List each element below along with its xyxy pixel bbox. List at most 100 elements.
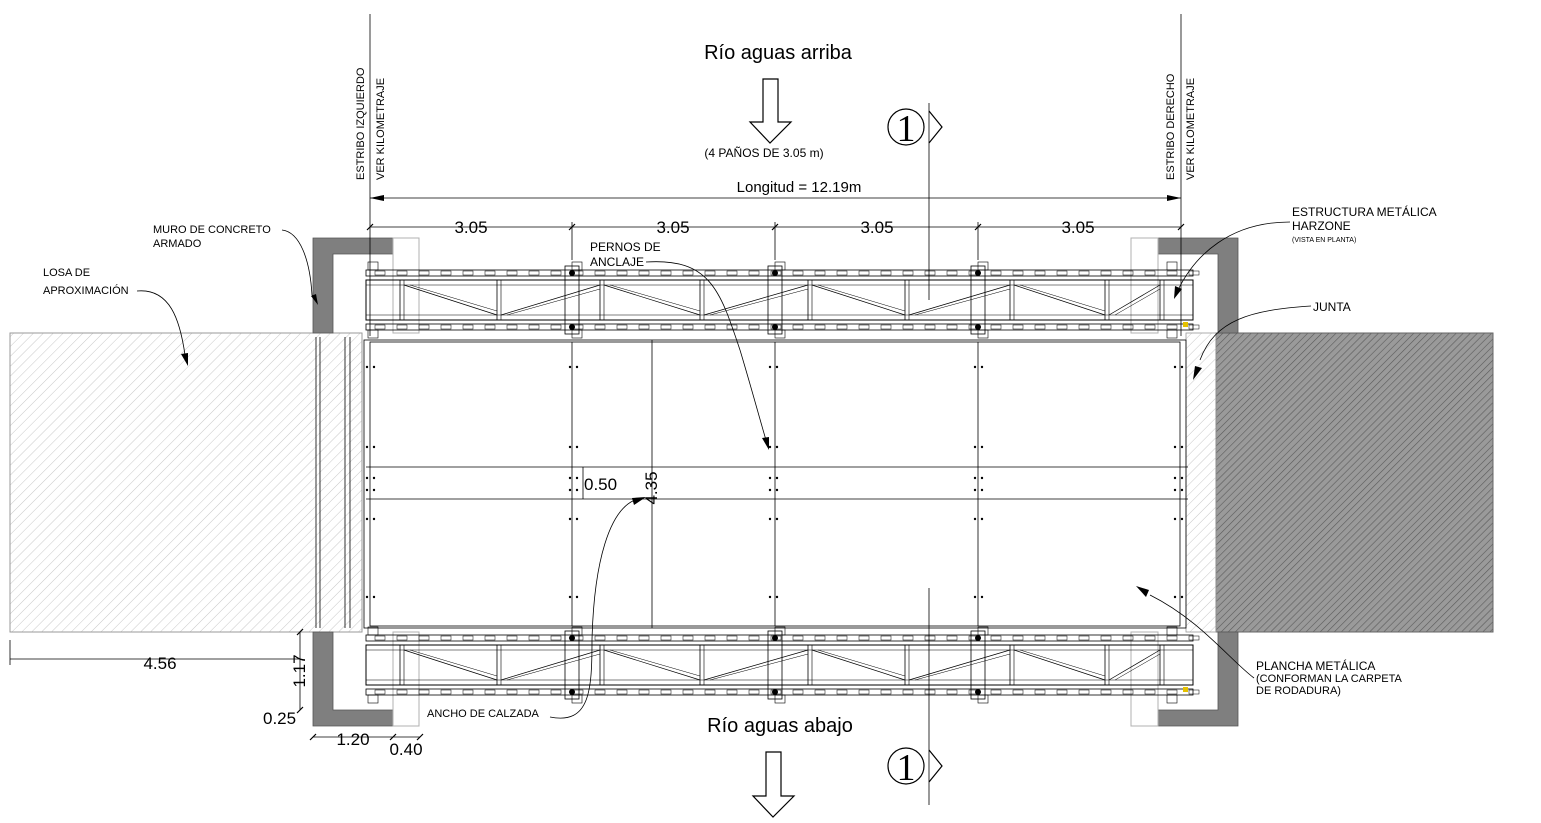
truss-plate — [682, 270, 694, 276]
truss-plate — [726, 689, 738, 695]
truss-plate — [726, 324, 738, 330]
losa-callout-line1: LOSA DE — [43, 267, 90, 279]
truss-diagonal — [709, 288, 809, 316]
wall-height-label: 1.17 — [290, 654, 309, 687]
deck-bolt-dot — [575, 517, 579, 521]
truss-diagonal — [908, 284, 1011, 316]
truss-plate — [946, 324, 958, 330]
bearing-symbol — [1166, 261, 1178, 271]
wall-height-tick-bottom — [296, 706, 304, 714]
bearing-symbol — [774, 329, 786, 339]
deck-bolt-dot — [768, 517, 772, 521]
abutment-left-lower — [312, 631, 420, 727]
truss-plate — [990, 324, 1002, 330]
truss-diagonal — [908, 649, 1011, 681]
truss-plate — [484, 270, 496, 276]
truss-plate — [880, 635, 892, 641]
truss-plate — [528, 635, 540, 641]
deck-bolt-dot — [575, 476, 579, 480]
deck-bolt-dot — [365, 445, 369, 449]
abutment-right-label: ESTRIBO DERECHO — [1165, 73, 1177, 180]
truss-plate — [704, 635, 716, 641]
deck-bolt-dot — [980, 517, 984, 521]
bearing-symbol — [774, 694, 786, 704]
truss-plate — [814, 324, 826, 330]
truss-plate — [418, 324, 430, 330]
abutment-right-upper — [1130, 237, 1239, 334]
truss-plate — [858, 324, 870, 330]
truss-plate — [792, 635, 804, 641]
truss-diagonal — [409, 284, 498, 312]
deck-bolt-dot — [1180, 476, 1184, 480]
truss-plate — [902, 635, 914, 641]
pernos-callout-line1: PERNOS DE — [590, 240, 661, 254]
deck-bolt-dot — [775, 365, 779, 369]
truss-plate — [374, 635, 386, 641]
truss-plate — [616, 689, 628, 695]
deck-bolt-dot — [365, 365, 369, 369]
truss-plate — [1056, 635, 1068, 641]
plancha-callout-line2: (CONFORMAN LA CARPETA — [1256, 673, 1403, 685]
truss-plate — [1122, 324, 1134, 330]
truss-diagonal — [811, 649, 906, 681]
truss-plate — [528, 270, 540, 276]
truss-bolt — [975, 635, 981, 641]
deck-bolt-dot — [768, 488, 772, 492]
truss-plate — [1078, 689, 1090, 695]
truss-plate — [638, 635, 650, 641]
bearing-symbol — [367, 329, 379, 339]
truss-plate — [924, 324, 936, 330]
truss-diagonal — [1019, 649, 1106, 677]
truss-plate — [836, 270, 848, 276]
truss-plate — [748, 635, 760, 641]
truss-upstream — [365, 261, 1200, 339]
truss-plate — [594, 635, 606, 641]
truss-plate — [1078, 270, 1090, 276]
truss-diagonal — [1108, 649, 1161, 681]
deck-bolt-dot — [372, 445, 376, 449]
deck-bolt-dot — [372, 365, 376, 369]
deck-bolt-dot — [768, 365, 772, 369]
plancha-callout-line3: DE RODADURA) — [1256, 685, 1341, 697]
deck-bolt-dot — [973, 445, 977, 449]
truss-plate — [440, 689, 452, 695]
truss-plate — [814, 270, 826, 276]
losa-leader-arrow-icon — [181, 353, 188, 366]
deck-bolt-dot — [575, 365, 579, 369]
estructura-callout-line1: ESTRUCTURA METÁLICA — [1292, 204, 1437, 219]
deck-bolt-dot — [568, 445, 572, 449]
truss-plate — [814, 689, 826, 695]
truss-plate — [880, 324, 892, 330]
abutment-left-ref: VER KILOMETRAJE — [375, 78, 387, 180]
spans-note: (4 PAÑOS DE 3.05 m) — [704, 146, 823, 160]
deck-bolt-dot — [980, 595, 984, 599]
deck-bolt-dot — [365, 517, 369, 521]
truss-plate — [946, 635, 958, 641]
deck-bolt-dot — [973, 365, 977, 369]
abutment-left-upper — [312, 237, 420, 334]
truss-diagonal — [1114, 288, 1161, 316]
truss-plate — [462, 635, 474, 641]
truss-plate — [1144, 689, 1156, 695]
truss-diagonal — [914, 653, 1011, 681]
ancho-leader — [549, 499, 636, 719]
deck-bolt-dot — [1180, 365, 1184, 369]
truss-bolt — [569, 689, 575, 695]
truss-plate — [396, 324, 408, 330]
truss-diagonal — [817, 284, 906, 312]
truss-plate — [440, 324, 452, 330]
truss-plate — [880, 689, 892, 695]
truss-plate — [726, 270, 738, 276]
losa-callout-line2: APROXIMACIÓN — [43, 284, 129, 297]
truss-plate — [616, 270, 628, 276]
deck-bolt-dot — [1173, 488, 1177, 492]
bearing-symbol — [571, 329, 583, 339]
truss-diagonal — [709, 653, 809, 681]
truss-plate — [990, 270, 1002, 276]
downstream-flow-arrow-icon — [751, 751, 796, 818]
joint-strip-right — [1185, 332, 1217, 633]
truss-bolt — [569, 635, 575, 641]
truss-plate — [1012, 635, 1024, 641]
downstream-title: Río aguas abajo — [707, 715, 853, 737]
truss-plate — [836, 324, 848, 330]
